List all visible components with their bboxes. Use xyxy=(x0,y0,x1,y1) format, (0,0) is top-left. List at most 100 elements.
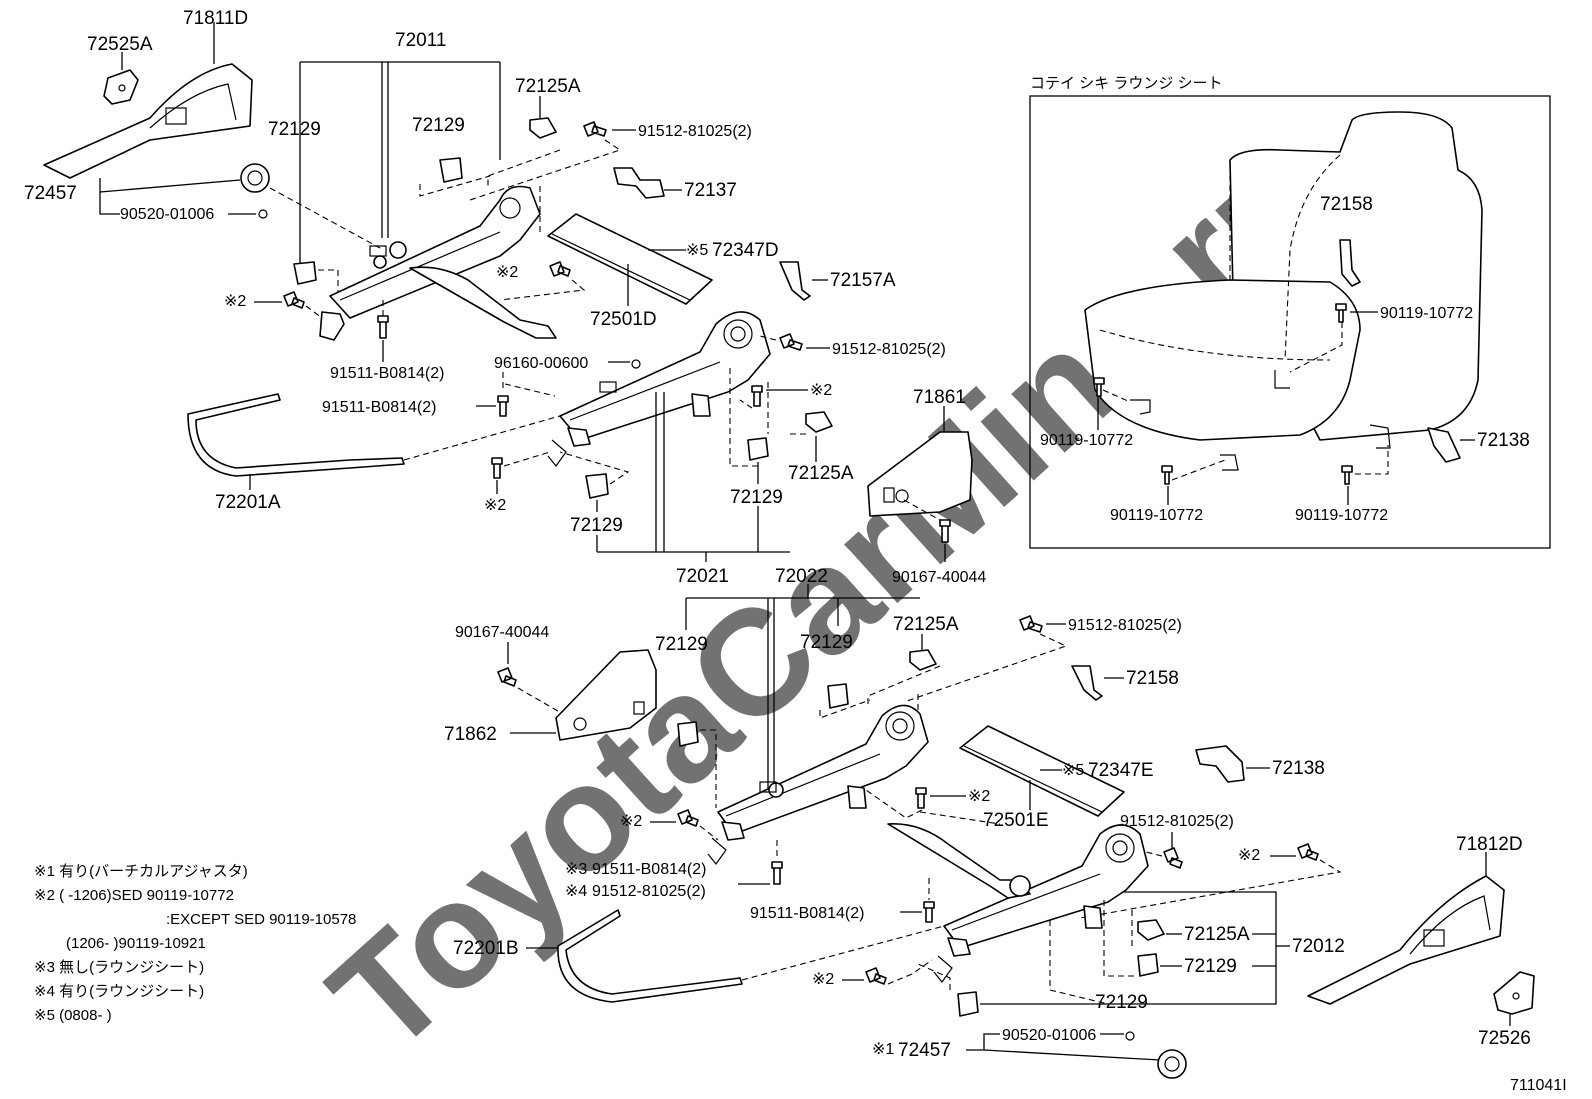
note-1: ※1 有り(バーチカルアジャスタ) xyxy=(34,863,248,880)
slider-clip-72129-c xyxy=(747,437,769,461)
label-72129-b: 72129 xyxy=(412,115,465,136)
label-91511-c: 91511-B0814(2) xyxy=(592,861,706,878)
pipe-72347E xyxy=(959,725,1125,817)
bracket-72158 xyxy=(1071,665,1103,701)
label-72011: 72011 xyxy=(395,30,446,51)
bolt-inset-2 xyxy=(1093,377,1105,397)
clip-72125A-low xyxy=(909,649,937,671)
label-72157A: 72157A xyxy=(830,270,896,291)
label-90167-b: 90167-40044 xyxy=(455,624,549,641)
label-91512-e: 91512-81025(2) xyxy=(592,883,706,900)
clip-ring-96160 xyxy=(631,359,641,369)
seat-track-lower-right xyxy=(887,823,1149,983)
label-72129-a: 72129 xyxy=(268,119,321,140)
inset-title: コテイ シキ ラウンジ シート xyxy=(1030,75,1223,92)
label-91511-a: 91511-B0814(2) xyxy=(330,365,444,382)
label-71861: 71861 xyxy=(913,387,966,408)
label-90119-inset-4: 90119-10772 xyxy=(1295,507,1388,524)
mark-5-top: ※5 xyxy=(686,242,708,259)
note-3: ※3 無し(ラウンジシート) xyxy=(34,959,204,976)
label-72158-inset: 72158 xyxy=(1320,194,1373,215)
label-72125A-bot: 72125A xyxy=(1184,924,1250,945)
note-2b: :EXCEPT SED 90119-10578 xyxy=(166,911,356,928)
label-72022: 72022 xyxy=(775,566,828,587)
label-72501D: 72501D xyxy=(590,309,657,330)
slider-clip-72129-h xyxy=(957,991,979,1017)
bolt-90167-a xyxy=(939,519,951,543)
bolt-m2-d xyxy=(491,457,503,479)
knob-72457-top xyxy=(240,163,270,193)
label-72158: 72158 xyxy=(1126,668,1179,689)
bolt-m2-e xyxy=(915,787,927,809)
bolt-91511-a xyxy=(377,315,389,339)
label-90119-inset-1: 90119-10772 xyxy=(1380,305,1473,322)
bolt-m2-h xyxy=(865,967,887,985)
inset-lounge-seat: コテイ シキ ラウンジ シート 72158 90119-10772 90119 xyxy=(1029,75,1551,549)
clip-72525A xyxy=(103,69,139,105)
bolt-m2-b xyxy=(283,291,305,309)
label-72526: 72526 xyxy=(1478,1028,1531,1049)
label-90167-a: 90167-40044 xyxy=(892,569,986,586)
bolt-m2-f xyxy=(677,809,699,827)
label-72457-top: 72457 xyxy=(24,183,77,204)
bar-72201A xyxy=(187,393,405,477)
label-72125A-low: 72125A xyxy=(893,614,959,635)
clip-72125A-mid xyxy=(805,411,833,433)
label-91511-d: 91511-B0814(2) xyxy=(750,905,864,922)
bolt-91512-b xyxy=(779,333,803,351)
bolt-inset-4 xyxy=(1341,465,1353,485)
bolt-90167-b xyxy=(497,667,517,687)
label-72125A-mid: 72125A xyxy=(788,463,854,484)
note-5: ※5 (0808- ) xyxy=(34,1007,112,1024)
seat-track-upper-left xyxy=(319,185,557,341)
clip-72125A-bot xyxy=(1137,919,1165,941)
label-72201A: 72201A xyxy=(215,492,281,513)
note-4: ※4 有り(ラウンジシート) xyxy=(34,983,204,1000)
note-2c: (1206- )90119-10921 xyxy=(66,935,206,952)
mark-1: ※1 xyxy=(872,1041,894,1058)
label-72137: 72137 xyxy=(684,180,737,201)
label-72525A: 72525A xyxy=(87,34,153,55)
label-72138: 72138 xyxy=(1272,758,1325,779)
cover-71811D xyxy=(43,63,253,179)
label-91512-b: 91512-81025(2) xyxy=(832,341,946,358)
bolt-91512-d xyxy=(1163,847,1183,869)
clip-ring-90520-bot xyxy=(1125,1031,1135,1041)
label-72347E: 72347E xyxy=(1088,760,1154,781)
label-91512-d: 91512-81025(2) xyxy=(1120,813,1234,830)
mark-2-d: ※2 xyxy=(484,497,506,514)
mark-5-low: ※5 xyxy=(1062,762,1084,779)
label-72012: 72012 xyxy=(1292,936,1345,957)
label-71812D: 71812D xyxy=(1456,834,1523,855)
bolt-m2-c xyxy=(751,385,763,407)
bolt-91511-c xyxy=(771,861,783,885)
clip-72125A-top xyxy=(529,117,557,139)
label-91512-c: 91512-81025(2) xyxy=(1068,617,1182,634)
label-71862: 71862 xyxy=(444,724,497,745)
mark-2-e: ※2 xyxy=(968,788,990,805)
clip-ring-90520-top xyxy=(258,209,268,219)
seat-track-upper-right xyxy=(547,311,771,467)
slider-clip-72129-f xyxy=(827,683,849,709)
bolt-91512-c xyxy=(1019,615,1043,633)
mark-2-h: ※2 xyxy=(812,971,834,988)
cover-71862 xyxy=(555,649,657,741)
cover-71861 xyxy=(867,431,973,517)
label-90119-inset-3: 90119-10772 xyxy=(1110,507,1203,524)
mark-2-b: ※2 xyxy=(224,293,246,310)
label-72347D: 72347D xyxy=(712,240,779,261)
mark-4: ※4 xyxy=(565,883,587,900)
figure-code: 711041I xyxy=(1510,1077,1567,1094)
label-90520-top: 90520-01006 xyxy=(120,206,214,223)
footnotes: ※1 有り(バーチカルアジャスタ) ※2 ( -1206)SED 90119-1… xyxy=(34,863,356,1024)
knob-72457-bot xyxy=(1157,1049,1187,1079)
bar-72201B xyxy=(557,909,743,1003)
note-2a: ※2 ( -1206)SED 90119-10772 xyxy=(34,887,234,904)
bolt-91511-b xyxy=(497,395,509,417)
slider-clip-72129-g xyxy=(1137,953,1159,977)
clip-72526 xyxy=(1493,971,1535,1015)
label-72457-bot: 72457 xyxy=(898,1040,951,1061)
label-72129-c: 72129 xyxy=(730,487,783,508)
label-72138-inset: 72138 xyxy=(1477,430,1530,451)
